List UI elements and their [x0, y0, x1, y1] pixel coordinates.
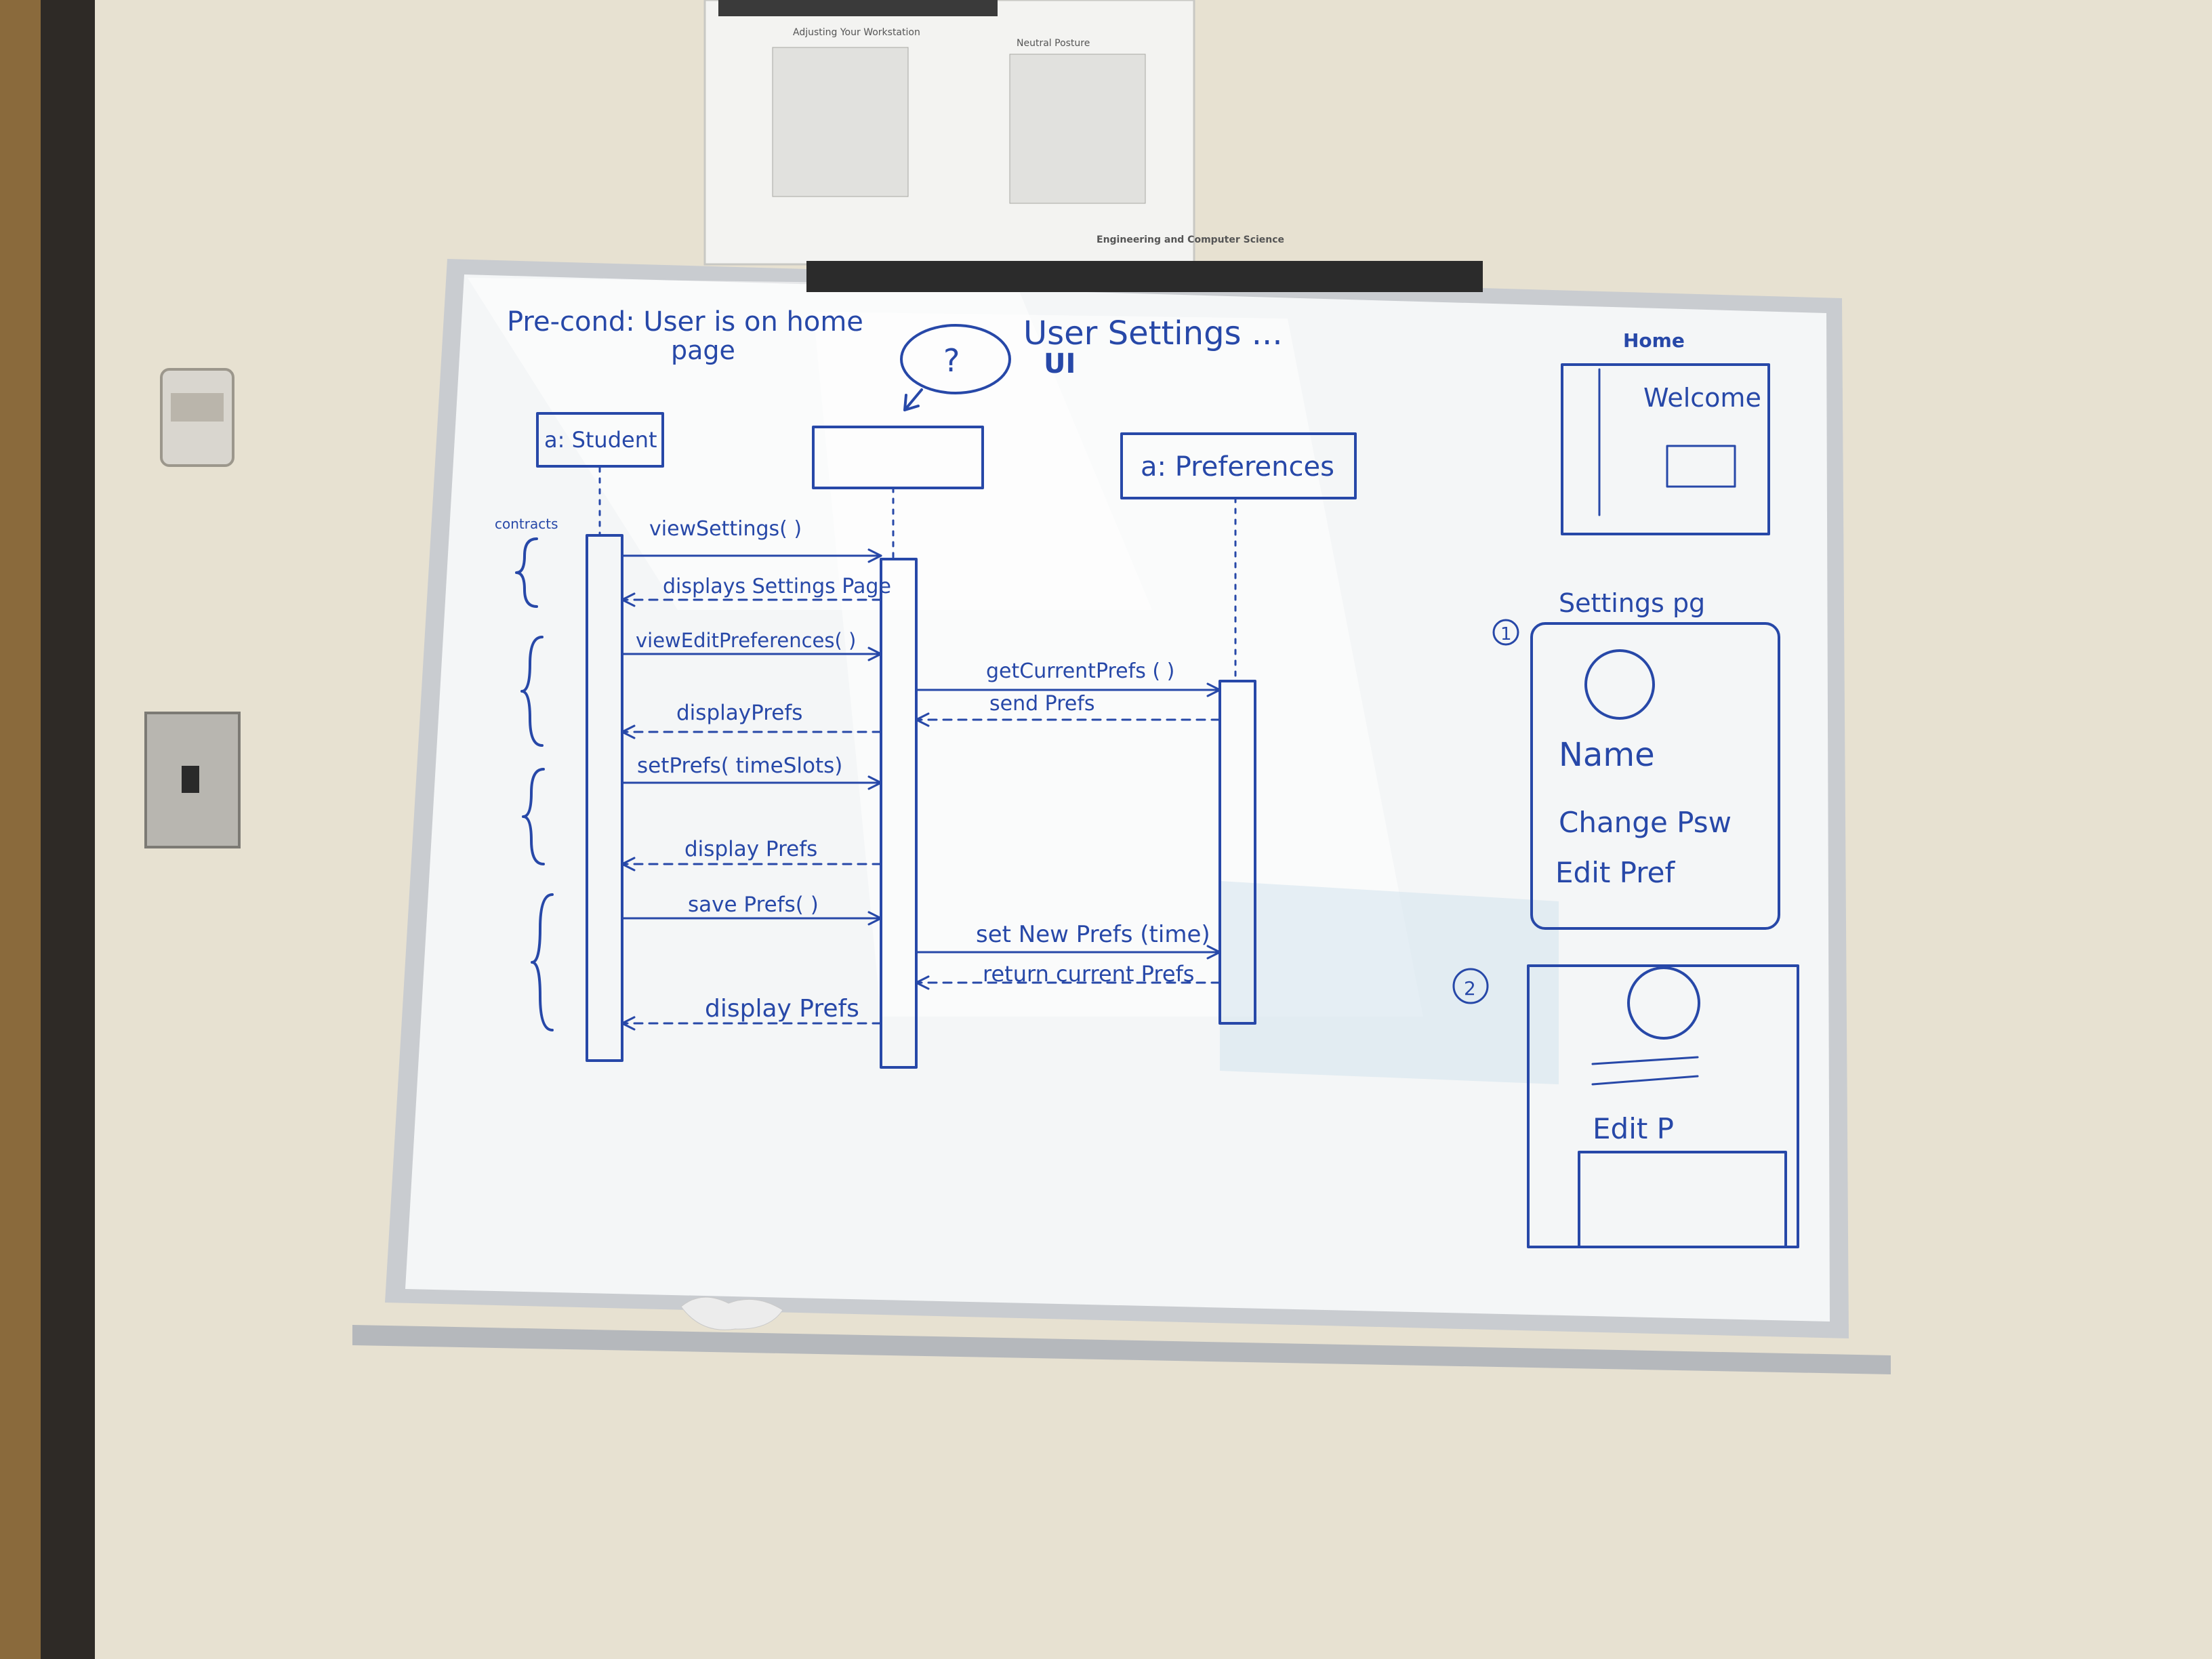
- poster-footer: Engineering and Computer Science: [1097, 234, 1284, 245]
- message-label: send Prefs: [989, 692, 1095, 716]
- settings-sketch-change-password: Change Psw: [1559, 806, 1732, 839]
- message-label: displays Settings Page: [663, 575, 891, 598]
- message-arrowhead: [867, 775, 882, 790]
- thermostat: [160, 368, 234, 467]
- question-arrow: [903, 388, 923, 411]
- home-sketch-label: Home: [1623, 329, 1685, 352]
- edit-sketch-line: [1591, 1056, 1699, 1065]
- message-arrowhead: [1206, 945, 1221, 960]
- message-arrowhead: [621, 724, 636, 739]
- message-arrowhead: [621, 592, 636, 607]
- message-label: getCurrentPrefs ( ): [986, 659, 1174, 683]
- message-label: set New Prefs (time): [976, 921, 1210, 948]
- edit-sketch-textbox: [1578, 1151, 1787, 1248]
- settings-sketch-name: Name: [1559, 736, 1655, 774]
- home-sketch-welcome: Welcome: [1643, 383, 1761, 413]
- student-lifeline-label: a: Student: [544, 427, 657, 453]
- message-label: setPrefs( timeSlots): [637, 754, 842, 778]
- edit-sketch-edit-p: Edit P: [1593, 1112, 1674, 1145]
- edit-sketch-line: [1591, 1075, 1699, 1086]
- message-arrowhead: [621, 857, 636, 872]
- ui-lifeline-box: [812, 426, 984, 489]
- light-switch: [144, 712, 241, 848]
- preferences-lifeline-label: a: Preferences: [1141, 451, 1334, 483]
- poster-left-title: Adjusting Your Workstation: [793, 27, 920, 38]
- message-arrowhead: [915, 975, 930, 990]
- preferences-activation: [1218, 680, 1256, 1025]
- student-lifeline-box: [536, 412, 664, 468]
- second-number-circle: [1452, 968, 1489, 1004]
- settings-number: 1: [1500, 624, 1512, 644]
- settings-avatar-icon: [1584, 649, 1655, 720]
- message-arrowhead: [867, 911, 882, 926]
- student-activation: [586, 534, 623, 1062]
- settings-sketch-edit-pref: Edit Pref: [1555, 856, 1675, 889]
- contract-braces: [515, 537, 554, 1031]
- home-sketch-panel: [1666, 445, 1736, 488]
- diagram-title-line1: User Settings ...: [1023, 314, 1283, 352]
- settings-number-circle: [1492, 619, 1519, 646]
- message-arrowhead: [867, 647, 882, 661]
- precondition-line2: page: [671, 335, 735, 365]
- message-arrowhead: [867, 548, 882, 563]
- message-label: return current Prefs: [983, 961, 1194, 987]
- contracts-label: contracts: [495, 516, 558, 532]
- sequence-messages: viewSettings( ) displays Settings Page vie…: [621, 517, 1221, 1031]
- message-label: save Prefs( ): [688, 893, 819, 917]
- eraser-cloth: [680, 1296, 783, 1330]
- poster-right-title: Neutral Posture: [1017, 38, 1090, 49]
- question-mark: ?: [943, 342, 960, 379]
- message-label: viewEditPreferences( ): [636, 629, 856, 652]
- marker-holder: [806, 261, 1483, 292]
- preferences-lifeline-box: [1120, 432, 1357, 499]
- second-number: 2: [1464, 977, 1476, 1000]
- message-label: display Prefs: [684, 837, 817, 861]
- message-label: displayPrefs: [676, 701, 802, 725]
- diagram-title-line2: UI: [1044, 348, 1076, 380]
- settings-sketch-frame: [1530, 622, 1780, 930]
- settings-sketch-label: Settings pg: [1559, 588, 1705, 618]
- message-arrowhead: [1206, 682, 1221, 697]
- safety-poster: Adjusting Your Workstation Neutral Postu…: [703, 0, 1284, 266]
- marker-tray: [352, 1325, 1891, 1374]
- edit-avatar-icon: [1627, 966, 1700, 1040]
- message-arrowhead: [621, 1016, 636, 1031]
- ui-activation: [880, 558, 918, 1069]
- message-arrowhead: [915, 712, 930, 727]
- whiteboard: [352, 259, 1891, 1374]
- message-label: display Prefs: [705, 995, 859, 1023]
- precondition-line1: Pre-cond: User is on home: [507, 306, 863, 337]
- home-sketch-frame: [1561, 363, 1770, 535]
- message-label: viewSettings( ): [649, 517, 802, 541]
- door-edge: [0, 0, 41, 1659]
- question-cloud: [900, 324, 1011, 394]
